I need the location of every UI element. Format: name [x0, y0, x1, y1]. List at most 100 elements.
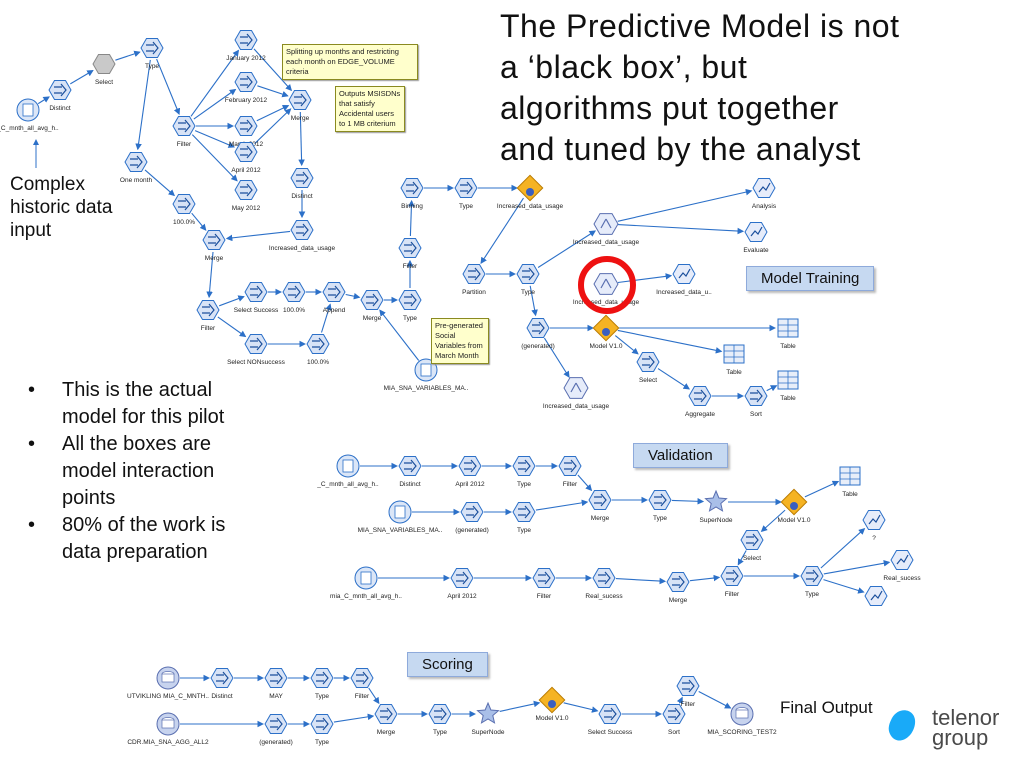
node-filter2[interactable]: Filter: [196, 300, 220, 333]
node-chaid2[interactable]: Increased_data_usage: [573, 273, 640, 306]
node-s_sort[interactable]: Sort: [662, 704, 686, 737]
node-modelv1[interactable]: Model V1.0: [590, 314, 623, 350]
node-incdata4[interactable]: Increased_data_usage: [543, 377, 610, 410]
node-src1[interactable]: _C_mnth_all_avg_h..: [0, 98, 59, 132]
flow-arrow-icon: [460, 181, 473, 195]
node-v_distinct[interactable]: Distinct: [398, 456, 422, 489]
process-node-icon: [350, 668, 374, 688]
node-s_src2[interactable]: CDR.MIA_SNA_AGG_ALL2: [127, 712, 209, 746]
node-v_graph3[interactable]: [864, 586, 888, 606]
node-v_apr2[interactable]: April 2012: [447, 568, 477, 601]
node-type3[interactable]: Type: [454, 178, 478, 211]
node-v_q[interactable]: ?: [862, 510, 886, 543]
process-node-icon: [400, 178, 424, 198]
node-v_filter3[interactable]: Filter: [720, 566, 744, 599]
node-v_apr[interactable]: April 2012: [455, 456, 485, 489]
node-v_real2[interactable]: Real_sucess: [585, 568, 623, 601]
node-s_filter2[interactable]: Filter: [676, 676, 700, 709]
node-pct100a[interactable]: 100.0%: [172, 194, 196, 227]
process-node-icon: [558, 456, 582, 476]
node-v_select[interactable]: Select: [740, 530, 764, 563]
node-snavars[interactable]: MIA_SNA_VARIABLES_MA..: [384, 358, 469, 392]
node-type1[interactable]: Type: [140, 38, 164, 71]
node-distinct1[interactable]: Distinct: [48, 80, 72, 113]
node-filter1[interactable]: Filter: [172, 116, 196, 149]
node-incdata3[interactable]: Increased_data_u..: [656, 264, 712, 297]
bullet-item: 80% of the work is data preparation: [28, 512, 238, 566]
node-v_table[interactable]: Table: [839, 466, 861, 498]
node-sort1[interactable]: Sort: [744, 386, 768, 419]
node-s_type1[interactable]: Type: [310, 668, 334, 701]
node-filter3[interactable]: Filter: [398, 238, 422, 271]
node-selnon[interactable]: Select NONsuccess: [227, 334, 286, 367]
node-append[interactable]: Append: [322, 282, 346, 315]
node-apr[interactable]: April 2012: [231, 142, 261, 175]
node-v_super[interactable]: SuperNode: [700, 489, 733, 524]
flow-arrow-icon: [240, 145, 253, 159]
node-s_may[interactable]: MAY: [264, 668, 288, 701]
node-select2[interactable]: Select: [636, 352, 660, 385]
node-v_merge1[interactable]: Merge: [588, 490, 612, 523]
node-table2[interactable]: Table: [723, 344, 745, 376]
node-incdata1[interactable]: Increased_data_usage: [269, 220, 336, 253]
node-v_filter2[interactable]: Filter: [532, 568, 556, 601]
model-dot-icon: [548, 700, 556, 708]
node-evaluate[interactable]: Evaluate: [743, 222, 769, 255]
process-node-icon: [210, 668, 234, 688]
node-v_type4[interactable]: Type: [800, 566, 824, 599]
flow-arrow-icon: [130, 155, 143, 169]
node-s_type3[interactable]: Type: [428, 704, 452, 737]
node-pct100c[interactable]: 100.0%: [306, 334, 330, 367]
node-s_filter1[interactable]: Filter: [350, 668, 374, 701]
node-binning[interactable]: Binning: [400, 178, 424, 211]
node-table3[interactable]: Table: [777, 370, 799, 402]
node-table1[interactable]: Table: [777, 318, 799, 350]
node-v_type2[interactable]: Type: [512, 502, 536, 535]
node-label: April 2012: [455, 481, 485, 488]
node-onemonth[interactable]: One month: [120, 152, 153, 185]
node-pct100b[interactable]: 100.0%: [282, 282, 306, 315]
node-v_type3[interactable]: Type: [648, 490, 672, 523]
node-merge1[interactable]: Merge: [288, 90, 312, 123]
node-merge3[interactable]: Merge: [360, 290, 384, 323]
node-s_gen[interactable]: (generated): [259, 714, 293, 747]
node-chaid1[interactable]: Increased_data_usage: [573, 213, 640, 246]
connector-type1-onemonth: [135, 59, 151, 151]
node-analysis[interactable]: Analysis: [752, 178, 777, 211]
node-s_type2[interactable]: Type: [310, 714, 334, 747]
node-type4[interactable]: Type: [516, 264, 540, 297]
node-s_merge[interactable]: Merge: [374, 704, 398, 737]
node-jan[interactable]: January 2012: [226, 30, 266, 63]
node-distinct2[interactable]: Distinct: [290, 168, 314, 201]
node-v_src1[interactable]: _C_mnth_all_avg_h..: [316, 454, 379, 488]
node-v_gen[interactable]: (generated): [455, 502, 489, 535]
process-node-icon: [234, 30, 258, 50]
connector-s_model-s_selsuccess: [563, 702, 599, 713]
node-v_src2[interactable]: mia_C_mnth_all_avg_h..: [330, 566, 402, 600]
flow-arrow-icon: [404, 293, 417, 307]
node-s_selsuccess[interactable]: Select Success: [588, 704, 633, 737]
node-v_merge2[interactable]: Merge: [666, 572, 690, 605]
node-v_type1[interactable]: Type: [512, 456, 536, 489]
node-partition[interactable]: Partition: [462, 264, 486, 297]
node-v_filter1[interactable]: Filter: [558, 456, 582, 489]
node-s_out[interactable]: MIA_SCORING_TEST2: [707, 702, 777, 736]
node-feb[interactable]: February 2012: [225, 72, 268, 105]
node-selsuccess[interactable]: Select Success: [234, 282, 279, 315]
node-select1[interactable]: Select: [92, 54, 116, 87]
node-s_model[interactable]: Model V1.0: [536, 686, 569, 722]
node-merge2[interactable]: Merge: [202, 230, 226, 263]
node-may[interactable]: May 2012: [232, 180, 261, 213]
node-aggregate[interactable]: Aggregate: [685, 386, 715, 419]
node-v_sna[interactable]: MIA_SNA_VARIABLES_MA..: [358, 500, 443, 534]
node-type2[interactable]: Type: [398, 290, 422, 323]
node-generated1[interactable]: (generated): [521, 318, 555, 351]
node-s_super[interactable]: SuperNode: [472, 701, 505, 736]
node-s_distinct[interactable]: Distinct: [210, 668, 234, 701]
node-incdata2[interactable]: Increased_data_usage: [497, 174, 564, 210]
chaid-tree-icon: [593, 213, 619, 235]
node-v_model[interactable]: Model V1.0: [778, 488, 811, 524]
node-v_real1[interactable]: Real_sucess: [883, 550, 921, 583]
node-s_src1[interactable]: UTVIKLING MIA_C_MNTH..: [127, 666, 209, 700]
flow-arrow-icon: [240, 75, 253, 89]
